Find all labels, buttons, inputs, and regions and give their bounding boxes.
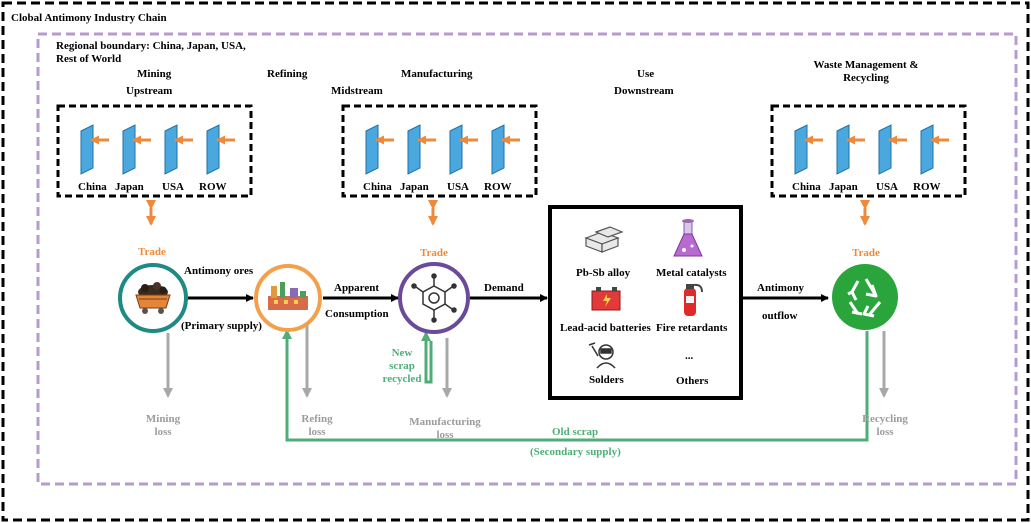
trade-panel-upstream-usa xyxy=(164,124,178,175)
stage-midstream: Midstream xyxy=(331,85,383,97)
stage-downstream: Downstream xyxy=(614,85,674,97)
region-label-usa: USA xyxy=(162,181,185,193)
use-box xyxy=(548,205,743,400)
recycling-node xyxy=(832,264,898,330)
region-label-usa: USA xyxy=(447,181,470,193)
trade-panel-upstream-japan xyxy=(122,124,136,175)
flow-apparent: Apparent xyxy=(334,282,380,294)
old-scrap-line xyxy=(282,329,869,442)
refining-loss-line1: Refing xyxy=(301,413,333,425)
trade-label-upstream: Trade xyxy=(138,246,166,258)
trade-panel-midstream-china xyxy=(365,124,379,175)
region-label-china: China xyxy=(792,181,821,193)
stage-waste-line1: Waste Management & xyxy=(813,59,919,71)
region-label-usa: USA xyxy=(876,181,899,193)
recycling-loss-line2: loss xyxy=(876,426,894,438)
trade-label-midstream: Trade xyxy=(420,247,448,259)
diagram-title: Clobal Antimony Industry Chain xyxy=(11,12,167,24)
stage-use: Use xyxy=(637,68,655,80)
mining-loss-line2: loss xyxy=(154,426,172,438)
new-scrap-line3: recycled xyxy=(382,373,422,385)
trade-box-upstream xyxy=(56,104,253,198)
trade-panel-recycling-usa xyxy=(878,124,892,175)
manufacturing-loss-line1: Manufacturing xyxy=(409,416,481,428)
refinery-icon xyxy=(268,282,308,310)
stage-upstream: Upstream xyxy=(126,85,173,97)
refining-loss-line2: loss xyxy=(308,426,326,438)
region-label-row: ROW xyxy=(484,181,512,193)
new-scrap-line1: New xyxy=(391,347,413,359)
region-label-row: ROW xyxy=(913,181,941,193)
welder-icon xyxy=(588,342,616,369)
region-label-japan: Japan xyxy=(400,181,429,193)
stage-manufacturing: Manufacturing xyxy=(401,68,473,80)
mining-loss-line1: Mining xyxy=(145,413,181,425)
new-scrap-loop xyxy=(421,331,433,384)
trade-panel-upstream-china xyxy=(80,124,94,175)
region-line1: Regional boundary: China, Japan, USA, xyxy=(56,40,246,52)
recycling-loss-line1: Recycling xyxy=(862,413,908,425)
stage-mining: Mining xyxy=(137,68,172,80)
ingots-icon xyxy=(584,226,624,253)
trade-box-recycling xyxy=(770,104,967,198)
trade-panel-recycling-row xyxy=(920,124,934,175)
old-scrap-label: Old scrap xyxy=(552,426,599,438)
mine-cart-icon xyxy=(135,282,171,314)
region-label-china: China xyxy=(363,181,392,193)
flow-outflow: outflow xyxy=(762,310,798,322)
flow-antimony-ores: Antimony ores xyxy=(184,265,254,277)
flow-consumption: Consumption xyxy=(325,308,389,320)
stage-waste-line2: Recycling xyxy=(843,72,889,84)
use-metal-catalysts: Metal catalysts xyxy=(656,267,727,279)
manufacturing-node xyxy=(398,262,470,334)
trade-box-midstream xyxy=(341,104,538,198)
battery-icon xyxy=(591,287,621,311)
trade-panel-upstream-row xyxy=(206,124,220,175)
use-ellipsis: ... xyxy=(685,350,694,362)
trade-panel-recycling-china xyxy=(794,124,808,175)
manufacturing-loss-line2: loss xyxy=(436,429,454,441)
use-lead-acid-batteries: Lead-acid batteries xyxy=(560,322,651,334)
region-label-row: ROW xyxy=(199,181,227,193)
trade-label-recycling: Trade xyxy=(852,247,880,259)
trade-panel-midstream-japan xyxy=(407,124,421,175)
trade-panel-midstream-usa xyxy=(449,124,463,175)
recycle-icon xyxy=(847,278,882,318)
flask-icon xyxy=(673,219,703,257)
use-pbsb-alloy: Pb-Sb alloy xyxy=(576,267,631,279)
flow-demand: Demand xyxy=(484,282,524,294)
use-fire-retardants: Fire retardants xyxy=(656,322,728,334)
region-line2: Rest of World xyxy=(56,53,122,65)
trade-panel-midstream-row xyxy=(491,124,505,175)
flow-antimony: Antimony xyxy=(757,282,805,294)
fire-extinguisher-icon xyxy=(684,283,703,316)
use-solders: Solders xyxy=(589,374,624,386)
refining-node xyxy=(254,264,322,332)
region-label-japan: Japan xyxy=(115,181,144,193)
molecule-icon xyxy=(411,273,457,323)
trade-panel-recycling-japan xyxy=(836,124,850,175)
new-scrap-line2: scrap xyxy=(389,360,415,372)
flow-primary-supply: (Primary supply) xyxy=(181,320,262,332)
region-label-china: China xyxy=(78,181,107,193)
use-others: Others xyxy=(676,375,709,387)
stage-refining: Refining xyxy=(267,68,308,80)
mining-node xyxy=(118,263,188,333)
region-label-japan: Japan xyxy=(829,181,858,193)
secondary-supply-label: (Secondary supply) xyxy=(530,446,621,458)
